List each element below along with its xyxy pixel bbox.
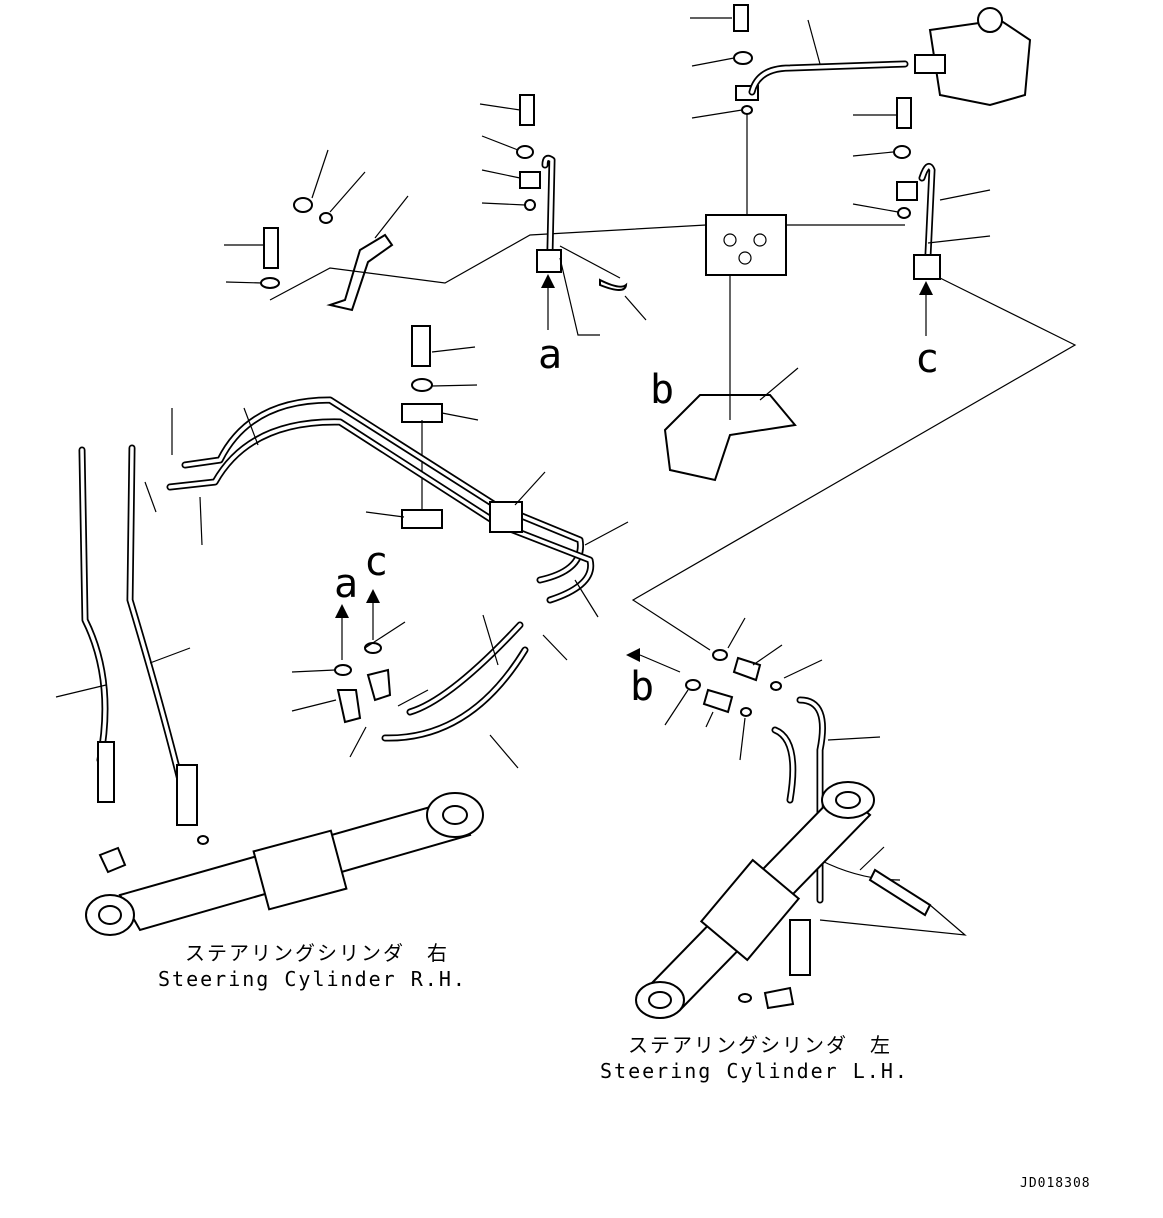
left-cylinder-caption-jp: ステアリングシリンダ 左 bbox=[628, 1033, 892, 1057]
right-cylinder-caption-jp: ステアリングシリンダ 右 bbox=[185, 941, 449, 965]
right-cylinder-caption-en: Steering Cylinder R.H. bbox=[158, 967, 467, 991]
pipe-c-assembly bbox=[631, 97, 1077, 651]
left-steering-cylinder bbox=[635, 781, 875, 1019]
ref-letter-c-mid: c bbox=[364, 539, 388, 585]
right-cylinder-hoses bbox=[55, 444, 198, 826]
valve-mounting-bracket bbox=[663, 275, 799, 482]
ref-letter-c-top: c bbox=[915, 336, 939, 382]
left-cylinder-caption-en: Steering Cylinder L.H. bbox=[600, 1059, 909, 1083]
top-right-valve-body bbox=[914, 7, 1032, 107]
right-steering-cylinder bbox=[85, 792, 484, 936]
drawing-code: JD018308 bbox=[1020, 1176, 1091, 1191]
ref-letter-b-right: b bbox=[630, 664, 654, 710]
top-center-bolt-stack bbox=[690, 4, 909, 119]
middle-hoses bbox=[291, 589, 568, 769]
ref-letter-b-top: b bbox=[650, 367, 674, 413]
ref-letter-a-top: a bbox=[538, 332, 562, 378]
ref-letter-a-mid: a bbox=[334, 561, 358, 607]
pipe-a-assembly bbox=[479, 94, 647, 336]
steering-control-valve bbox=[705, 114, 787, 276]
long-steering-pipes bbox=[144, 396, 629, 618]
pipe-clamp-group bbox=[365, 325, 479, 529]
left-bracket-assembly bbox=[224, 149, 707, 312]
left-cylinder-fittings bbox=[626, 617, 967, 936]
